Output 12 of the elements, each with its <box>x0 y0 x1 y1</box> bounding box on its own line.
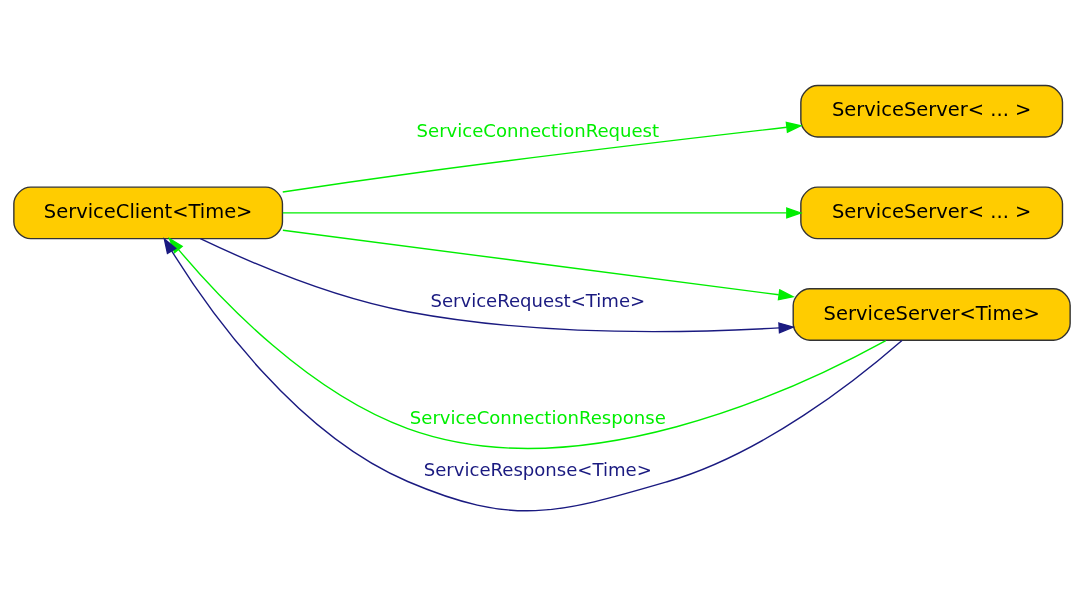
edge-label: ServiceRequest<Time> <box>430 289 646 311</box>
arrow <box>199 237 796 334</box>
arrow <box>282 207 803 219</box>
node-box: ServiceServer< ... > <box>800 186 1064 240</box>
node-box: ServiceServer< ... > <box>800 84 1064 138</box>
node-box: ServiceClient<Time> <box>13 186 284 240</box>
node-box: ServiceServer<Time> <box>792 288 1071 341</box>
edge-label: ServiceConnectionRequest <box>416 119 660 141</box>
arrow <box>282 121 803 193</box>
edge-label: ServiceConnectionResponse <box>409 406 666 428</box>
arrow <box>282 229 795 301</box>
edge-label: ServiceResponse<Time> <box>423 459 652 481</box>
